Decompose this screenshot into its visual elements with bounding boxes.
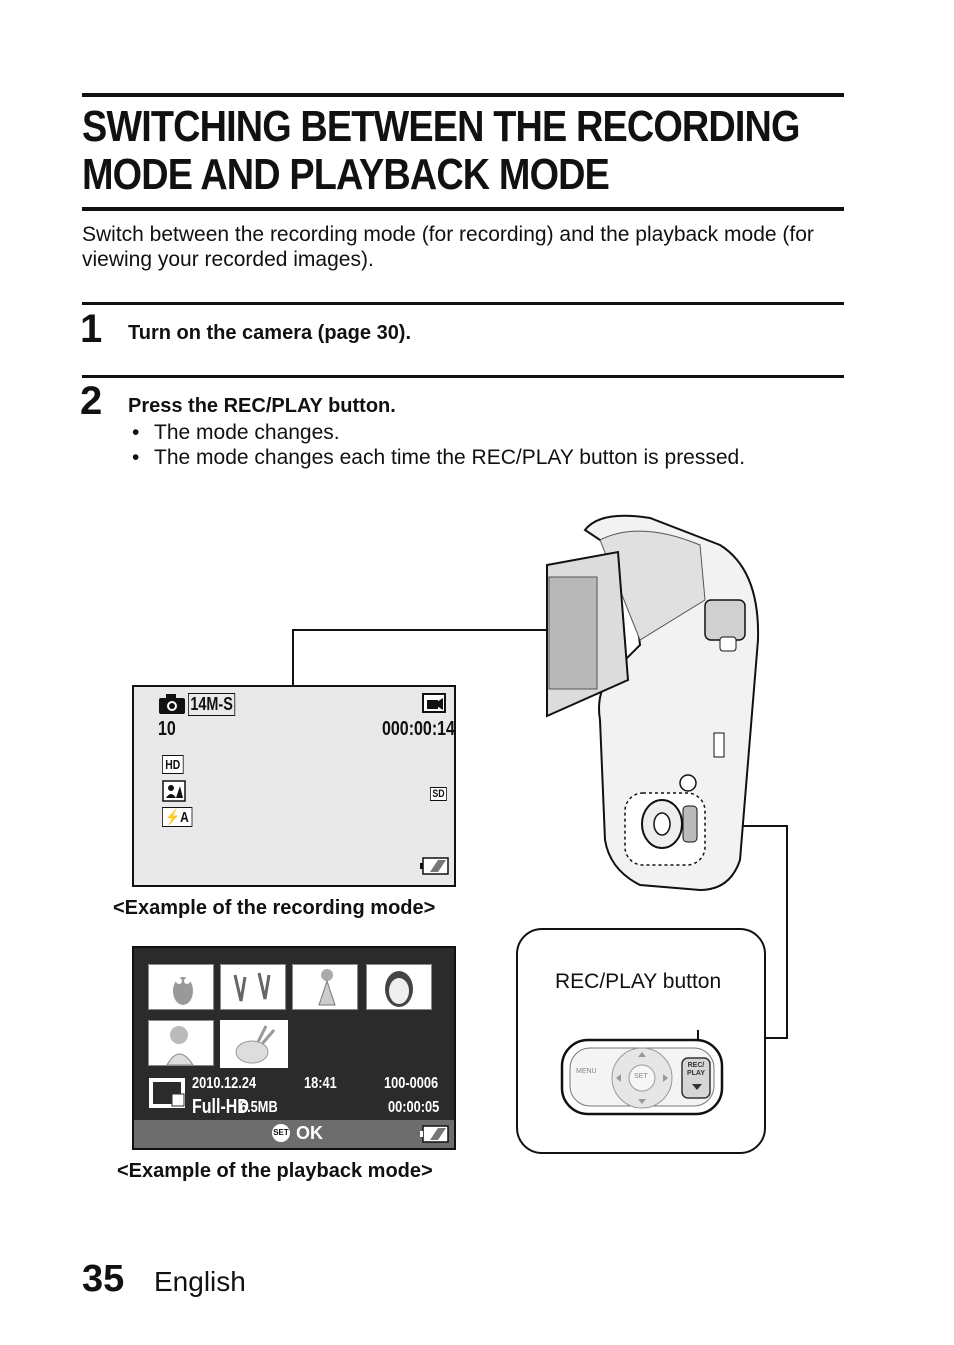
thumbnail <box>220 964 286 1010</box>
step-2-bullets: The mode changes. The mode changes each … <box>132 420 745 470</box>
page-title: SWITCHING BETWEEN THE RECORDING MODE AND… <box>82 102 800 199</box>
page-number: 35 <box>82 1258 125 1300</box>
menu-label: MENU <box>576 1068 597 1075</box>
button-panel-illustration <box>560 1030 724 1116</box>
playback-mode-screen: 2010.12.24 18:41 100-0006 Full-HD 6.5MB … <box>132 946 456 1150</box>
thumbnail <box>148 1020 214 1066</box>
girl-image <box>318 969 336 1006</box>
hd-icon: HD <box>162 755 184 774</box>
set-button-icon: SET <box>272 1124 290 1142</box>
title-rule <box>82 207 844 211</box>
birds-image <box>233 972 271 1002</box>
thumbnail-selected <box>220 1020 288 1068</box>
top-rule <box>82 93 844 97</box>
step-1-rule <box>82 302 844 305</box>
thumbnail <box>148 964 214 1010</box>
thumbnail <box>366 964 432 1010</box>
step-2-heading: Press the REC/PLAY button. <box>128 395 396 417</box>
playback-mode-caption: <Example of the playback mode> <box>117 1160 433 1182</box>
language-label: English <box>154 1266 246 1297</box>
recording-mode-caption: <Example of the recording mode> <box>113 897 436 919</box>
title-line-2: MODE AND PLAYBACK MODE <box>82 150 610 199</box>
file-number: 100-0006 <box>384 1075 439 1092</box>
rec-play-callout: REC/PLAY button MENU SET REC/ PLAY <box>516 928 766 1154</box>
playback-clock: 18:41 <box>304 1075 337 1092</box>
woman-portrait-image <box>385 971 413 1007</box>
woman-image <box>166 1026 194 1066</box>
movie-camera-icon <box>422 693 446 713</box>
battery-icon <box>420 1125 449 1143</box>
playback-status-bar: SET OK <box>134 1120 454 1148</box>
bullet-item: The mode changes each time the REC/PLAY … <box>132 445 745 470</box>
step-2-number: 2 <box>80 379 103 423</box>
intro-text: Switch between the recording mode (for r… <box>82 223 814 271</box>
rec-play-button-label: REC/PLAY button <box>555 970 722 993</box>
set-label: SET <box>634 1073 648 1080</box>
step-1-number: 1 <box>80 307 103 351</box>
step-2-rule <box>82 375 844 378</box>
clip-duration: 00:00:05 <box>388 1099 440 1116</box>
remaining-shots: 10 <box>158 718 176 740</box>
sd-card-icon: SD <box>430 787 448 801</box>
owl-image <box>173 977 193 1005</box>
thumbnail <box>292 964 358 1010</box>
rec-play-key-label: REC/ PLAY <box>686 1062 706 1077</box>
movie-file-icon <box>149 1078 185 1108</box>
rabbit-image <box>235 1025 276 1064</box>
title-line-1: SWITCHING BETWEEN THE RECORDING <box>82 102 800 151</box>
file-size: 6.5MB <box>240 1099 278 1116</box>
recording-mode-screen: 14M-S 10 000:00:14 HD ⚡A SD <box>132 685 456 887</box>
ok-label: OK <box>296 1123 323 1143</box>
battery-icon <box>420 857 449 875</box>
bullet-item: The mode changes. <box>132 420 745 445</box>
resolution-label: 14M-S <box>188 693 236 716</box>
remaining-time: 000:00:14 <box>382 718 455 740</box>
playback-date: 2010.12.24 <box>192 1075 257 1092</box>
step-1-heading: Turn on the camera (page 30). <box>128 322 412 344</box>
flash-auto-icon: ⚡A <box>162 807 193 827</box>
video-format: Full-HD <box>192 1096 249 1118</box>
scene-portrait-icon <box>162 780 186 802</box>
camera-icon <box>159 694 185 714</box>
